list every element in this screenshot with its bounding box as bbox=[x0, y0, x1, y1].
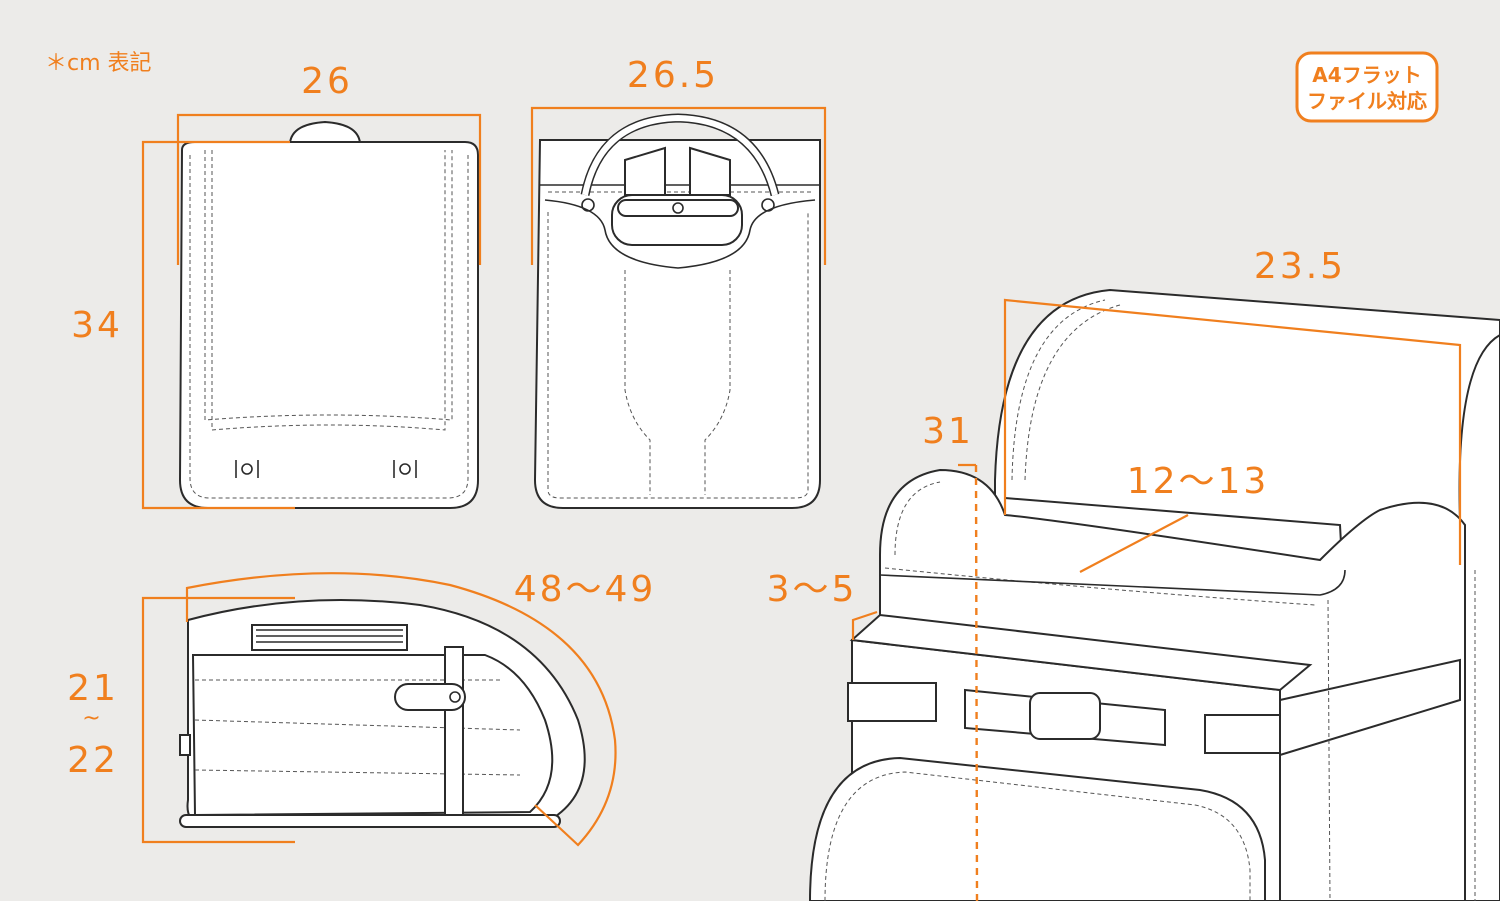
front-pocket-dimension: 3～5 bbox=[767, 569, 878, 640]
front-height-dimension: 34 bbox=[71, 140, 295, 510]
side-depth-label: 48～49 bbox=[514, 569, 657, 610]
gusset-dimension: 12～13 bbox=[1079, 461, 1270, 573]
side-height-tilde: ~ bbox=[82, 706, 103, 731]
front-pocket-label: 3～5 bbox=[767, 569, 858, 610]
inner-height-dimension: 31 bbox=[922, 411, 979, 901]
top-width-label: 23.5 bbox=[1254, 246, 1346, 287]
inner-height-label: 31 bbox=[922, 411, 974, 452]
badge-line-1: A4フラット bbox=[1312, 63, 1421, 87]
top-width-dimension: 23.5 bbox=[1003, 246, 1462, 565]
back-view-bag bbox=[533, 113, 821, 509]
gusset-label: 12～13 bbox=[1127, 461, 1270, 502]
front-width-dimension: 26 bbox=[176, 61, 482, 265]
side-height-top-label: 21 bbox=[67, 668, 119, 709]
side-height-dimension: 21 ~ 22 bbox=[67, 596, 295, 844]
side-height-bottom-label: 22 bbox=[67, 740, 119, 781]
a4-flat-file-badge: A4フラット ファイル対応 bbox=[1295, 51, 1439, 123]
front-height-label: 34 bbox=[71, 305, 123, 346]
back-width-label: 26.5 bbox=[627, 55, 719, 96]
side-view-bag bbox=[179, 599, 586, 828]
side-depth-dimension: 48～49 bbox=[185, 569, 657, 847]
back-width-dimension: 26.5 bbox=[530, 55, 827, 265]
front-view-bag bbox=[178, 120, 479, 509]
unit-note: ＊cm 表記 bbox=[45, 51, 152, 76]
front-width-label: 26 bbox=[301, 61, 353, 102]
perspective-view-bag bbox=[808, 288, 1500, 901]
badge-line-2: ファイル対応 bbox=[1307, 89, 1427, 113]
